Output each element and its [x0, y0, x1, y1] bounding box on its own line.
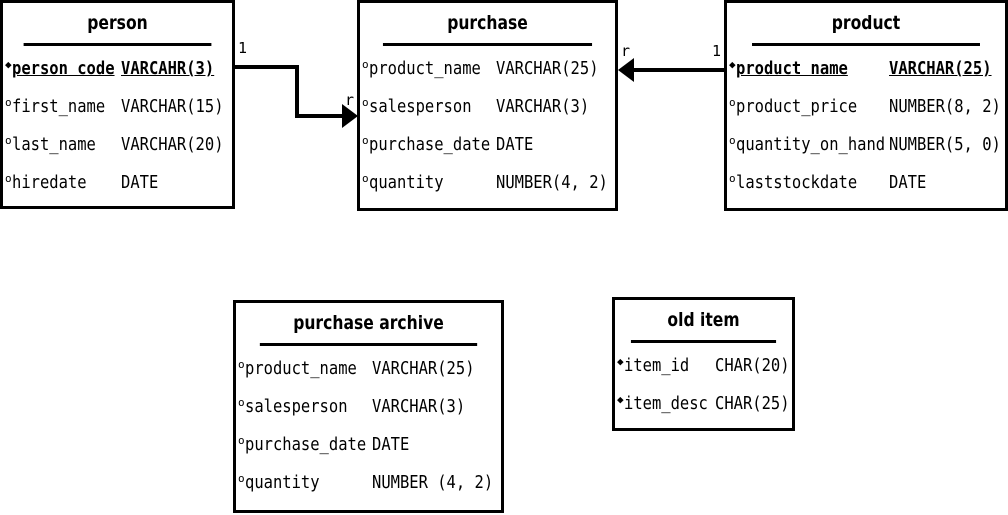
entity-old-item[interactable]: old item ◆ item_id CHAR(20) ◆ item_desc …	[612, 297, 795, 431]
attribute-row: ◆ item_desc CHAR(25)	[615, 385, 792, 423]
optional-attribute-icon: o	[362, 134, 369, 147]
attribute-row: ◆ person code VARCAHR(3)	[3, 50, 232, 88]
person-purchase-from-cardinality: 1	[238, 39, 248, 57]
attribute-row: o product_name VARCHAR(25)	[360, 50, 615, 88]
person-purchase-connector	[234, 65, 350, 118]
attribute-row: o laststockdate DATE	[727, 164, 1005, 202]
attribute-row: o quantity_on_hand NUMBER(5, 0)	[727, 126, 1005, 164]
attribute-name: product_name	[245, 358, 357, 379]
attribute-name: quantity	[369, 172, 444, 193]
key-attribute-icon: ◆	[5, 58, 12, 71]
attribute-type: DATE	[121, 172, 159, 193]
attribute-type: DATE	[372, 434, 410, 455]
attribute-name: salesperson	[245, 396, 348, 417]
optional-attribute-icon: o	[238, 358, 245, 371]
attribute-row: o last_name VARCHAR(20)	[3, 126, 232, 164]
attribute-name: salesperson	[369, 96, 472, 117]
entity-purchase-archive[interactable]: purchase archive o product_name VARCHAR(…	[233, 300, 504, 513]
attribute-name: purchase_date	[369, 134, 491, 155]
attribute-name: last_name	[12, 134, 96, 155]
entity-title-old-item: old item	[630, 300, 777, 343]
optional-attribute-icon: o	[5, 172, 12, 185]
attribute-name: quantity_on_hand	[736, 134, 886, 155]
optional-attribute-icon: o	[238, 396, 245, 409]
optional-attribute-icon: o	[362, 96, 369, 109]
product-purchase-arrowhead	[618, 58, 634, 82]
entity-title-purchase: purchase	[382, 3, 593, 46]
attribute-type: NUMBER(5, 0)	[889, 134, 1001, 155]
attribute-type: VARCHAR(3)	[496, 96, 590, 117]
attribute-type: VARCHAR(25)	[889, 58, 992, 79]
entity-title-purchase-archive: purchase archive	[259, 303, 478, 346]
attribute-type: VARCHAR(25)	[372, 358, 475, 379]
attribute-name: person code	[12, 58, 115, 79]
attribute-row: o salesperson VARCHAR(3)	[360, 88, 615, 126]
attribute-type: CHAR(25)	[715, 393, 790, 414]
attribute-name: product_price	[736, 96, 858, 117]
attribute-type: DATE	[889, 172, 927, 193]
mandatory-attribute-icon: ◆	[617, 393, 624, 406]
attribute-type: CHAR(20)	[715, 355, 790, 376]
attribute-type: VARCAHR(3)	[121, 58, 215, 79]
optional-attribute-icon: o	[5, 134, 12, 147]
optional-attribute-icon: o	[238, 434, 245, 447]
attribute-row: o product_price NUMBER(8, 2)	[727, 88, 1005, 126]
attribute-type: VARCHAR(3)	[372, 396, 466, 417]
attribute-name: hiredate	[12, 172, 87, 193]
attribute-name: product_name	[369, 58, 481, 79]
optional-attribute-icon: o	[729, 134, 736, 147]
entity-person[interactable]: person ◆ person code VARCAHR(3) o first_…	[0, 0, 235, 209]
optional-attribute-icon: o	[729, 96, 736, 109]
optional-attribute-icon: o	[238, 472, 245, 485]
attribute-type: NUMBER (4, 2)	[372, 472, 494, 493]
attribute-row: ◆ item_id CHAR(20)	[615, 347, 792, 385]
optional-attribute-icon: o	[729, 172, 736, 185]
attribute-row: o salesperson VARCHAR(3)	[236, 388, 501, 426]
attribute-row: o purchase_date DATE	[360, 126, 615, 164]
attribute-name: purchase_date	[245, 434, 367, 455]
optional-attribute-icon: o	[362, 58, 369, 71]
attribute-type: VARCHAR(15)	[121, 96, 224, 117]
entity-purchase[interactable]: purchase o product_name VARCHAR(25) o sa…	[357, 0, 618, 211]
optional-attribute-icon: o	[362, 172, 369, 185]
attribute-name: laststockdate	[736, 172, 858, 193]
product-purchase-from-cardinality: 1	[712, 42, 722, 60]
attribute-type: VARCHAR(25)	[496, 58, 599, 79]
attribute-row: o quantity NUMBER(4, 2)	[360, 164, 615, 202]
person-purchase-to-cardinality: r	[345, 91, 355, 109]
attribute-name: item_id	[624, 355, 690, 376]
attribute-row: o hiredate DATE	[3, 164, 232, 202]
attribute-name: product name	[736, 58, 848, 79]
attribute-name: item_desc	[624, 393, 708, 414]
attribute-row: ◆ product name VARCHAR(25)	[727, 50, 1005, 88]
attribute-row: o first_name VARCHAR(15)	[3, 88, 232, 126]
entity-product[interactable]: product ◆ product name VARCHAR(25) o pro…	[724, 0, 1008, 211]
attribute-row: o quantity NUMBER (4, 2)	[236, 464, 501, 502]
attribute-row: o purchase_date DATE	[236, 426, 501, 464]
person-purchase-arrowhead	[342, 104, 358, 128]
entity-title-product: product	[752, 3, 980, 46]
attribute-name: first_name	[12, 96, 106, 117]
product-purchase-to-cardinality: r	[621, 42, 631, 60]
attribute-type: NUMBER(8, 2)	[889, 96, 1001, 117]
attribute-type: DATE	[496, 134, 534, 155]
entity-title-person: person	[23, 3, 212, 46]
optional-attribute-icon: o	[5, 96, 12, 109]
attribute-name: quantity	[245, 472, 320, 493]
key-attribute-icon: ◆	[729, 58, 736, 71]
mandatory-attribute-icon: ◆	[617, 355, 624, 368]
attribute-type: NUMBER(4, 2)	[496, 172, 608, 193]
attribute-row: o product_name VARCHAR(25)	[236, 350, 501, 388]
attribute-type: VARCHAR(20)	[121, 134, 224, 155]
